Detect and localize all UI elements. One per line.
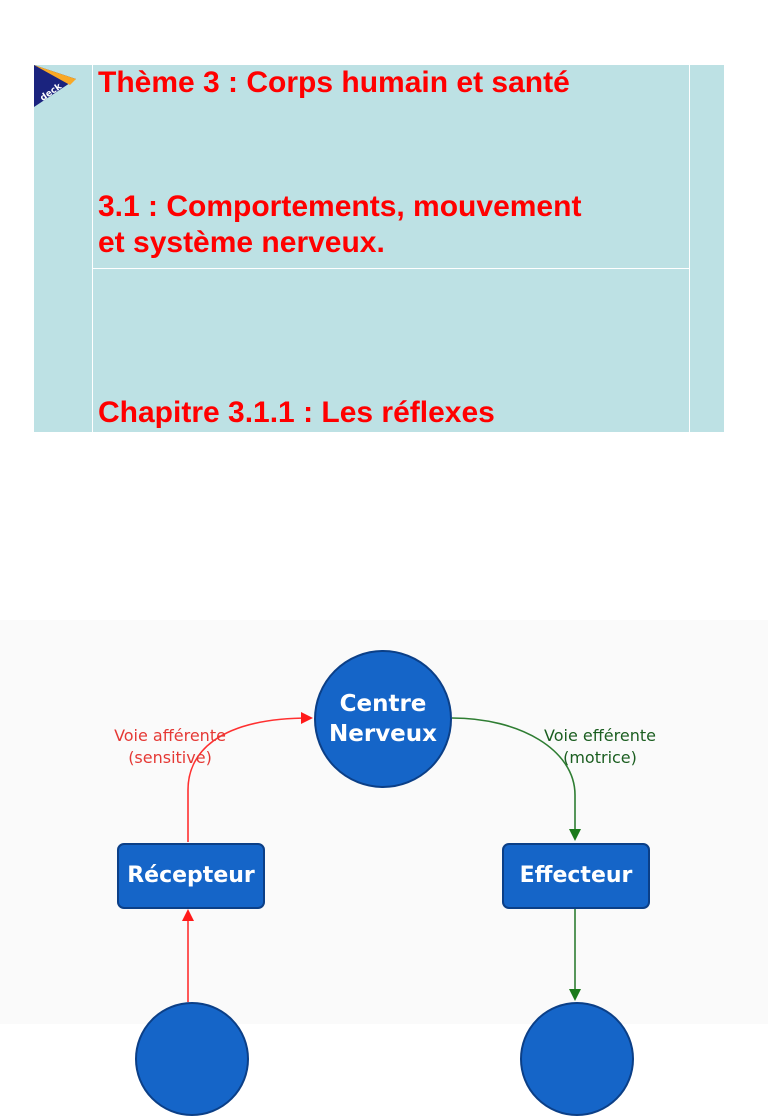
effecteur-node: Effecteur bbox=[502, 843, 650, 909]
afferent-label-line-2: (sensitive) bbox=[128, 748, 212, 767]
centre-line-1: Centre bbox=[339, 691, 427, 717]
header-right-column bbox=[689, 65, 724, 432]
efferent-label: Voie efférente (motrice) bbox=[520, 725, 680, 769]
stimulus-node bbox=[135, 1002, 249, 1116]
response-node bbox=[520, 1002, 634, 1116]
efferent-label-line-1: Voie efférente bbox=[544, 726, 656, 745]
subtheme-line-2: et système nerveux. bbox=[98, 226, 385, 259]
theme-title: Thème 3 : Corps humain et santé bbox=[98, 66, 570, 99]
reflex-arc-diagram: Centre Nerveux Voie afférente (sensitive… bbox=[0, 620, 768, 1116]
efferent-label-line-2: (motrice) bbox=[563, 748, 637, 767]
header-left-column: deck bbox=[34, 65, 93, 432]
afferent-arrow bbox=[187, 712, 313, 842]
diagram-arrows bbox=[182, 712, 581, 1002]
efferent-arrow bbox=[451, 717, 581, 841]
row-divider bbox=[93, 268, 689, 269]
chapter-title: Chapitre 3.1.1 : Les réflexes bbox=[98, 396, 495, 429]
centre-nerveux-node: Centre Nerveux bbox=[314, 650, 452, 788]
header-table: deck Thème 3 : Corps humain et santé 3.1… bbox=[34, 65, 724, 432]
subtheme-line-1: 3.1 : Comportements, mouvement bbox=[98, 190, 582, 223]
deck-logo-icon: deck bbox=[34, 65, 76, 107]
subtheme-title: 3.1 : Comportements, mouvement et systèm… bbox=[98, 189, 581, 261]
recepteur-node: Récepteur bbox=[117, 843, 265, 909]
centre-line-2: Nerveux bbox=[329, 721, 437, 747]
afferent-label: Voie afférente (sensitive) bbox=[90, 725, 250, 769]
afferent-label-line-1: Voie afférente bbox=[114, 726, 226, 745]
